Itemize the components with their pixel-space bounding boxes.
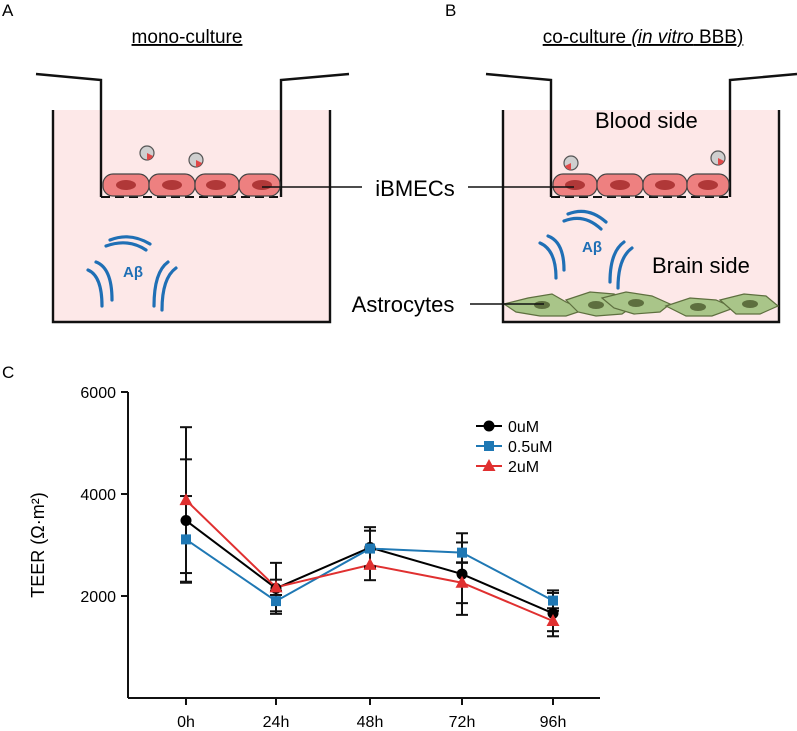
data-point-0 — [547, 607, 559, 619]
blood-side-label: Blood side — [595, 108, 698, 133]
x-tick-label: 96h — [540, 714, 567, 731]
legend-label: 0uM — [508, 419, 539, 436]
abeta-fibril — [562, 216, 603, 231]
abeta-fibril — [152, 260, 170, 308]
brain-side-label: Brain side — [652, 253, 750, 278]
floating-cells-a — [139, 145, 204, 168]
panel-c-letter: C — [2, 363, 14, 382]
data-point-1 — [181, 534, 191, 545]
x-tick-label: 24h — [263, 714, 290, 731]
data-point-0 — [456, 568, 468, 580]
insert-outline — [35, 72, 350, 197]
abeta-fibril — [86, 268, 104, 308]
data-point-1 — [457, 547, 467, 558]
abeta-fibrils-b — [538, 209, 634, 290]
y-tick-label: 2000 — [80, 589, 116, 606]
ibmec-layer-a — [102, 173, 281, 197]
astrocyte-nucleus — [690, 303, 706, 311]
astrocyte-layer — [502, 291, 780, 317]
astrocytes-label: Astrocytes — [352, 292, 455, 317]
abeta-fibril — [538, 241, 558, 280]
panel-a-letter: A — [2, 1, 14, 20]
abeta-fibrils-a — [86, 235, 178, 312]
abeta-fibril — [566, 209, 608, 224]
ibmec-nucleus — [206, 180, 226, 190]
well-outline — [501, 110, 781, 324]
panel-b-letter: B — [445, 1, 456, 20]
ibmec-nucleus — [610, 180, 630, 190]
mono-culture-well: Aβ — [35, 72, 350, 324]
co-culture-well: Aβ Blood side Brain side — [485, 72, 797, 324]
floating-cell-mark — [718, 158, 724, 165]
ibmec-nucleus — [162, 180, 182, 190]
abeta-fibril — [608, 240, 626, 284]
well-medium — [53, 110, 330, 322]
data-point-1 — [271, 596, 281, 607]
ibmec-nucleus — [698, 180, 718, 190]
panel-b-title-suffix: BBB) — [694, 27, 744, 48]
data-point-2 — [455, 575, 469, 588]
data-point-1 — [548, 595, 558, 606]
y-tick-label: 6000 — [80, 385, 116, 402]
ibmec-layer-b — [552, 173, 730, 197]
data-point-0 — [180, 515, 192, 527]
abeta-fibril — [108, 235, 152, 246]
astrocyte-nucleus — [588, 301, 604, 309]
abeta-fibril — [546, 234, 566, 272]
abeta-label-b: Aβ — [582, 239, 602, 256]
floating-cell-mark — [147, 153, 153, 160]
insert-outline — [485, 72, 797, 197]
data-point-1 — [365, 543, 375, 554]
astrocyte-nucleus — [742, 300, 758, 308]
x-tick-label: 0h — [177, 714, 195, 731]
ibmec-nucleus — [116, 180, 136, 190]
panel-b-title: co-culture (in vitro BBB) — [543, 27, 744, 48]
data-point-2 — [179, 493, 193, 506]
panel-b-title-prefix: co-culture — [543, 27, 632, 48]
data-point-2 — [546, 613, 560, 626]
abeta-fibril — [616, 246, 634, 290]
well-outline — [51, 110, 332, 324]
panel-b-title-italic: (in vitro — [631, 27, 693, 48]
y-axis-label: TEER (Ω·m²) — [28, 492, 48, 597]
ibmec-nucleus — [655, 180, 675, 190]
x-tick-label: 72h — [449, 714, 476, 731]
abeta-fibril — [94, 260, 114, 302]
legend-label: 2uM — [508, 459, 539, 476]
y-tick-label: 4000 — [80, 487, 116, 504]
panel-a-title: mono-culture — [132, 27, 243, 48]
astrocyte-nucleus — [534, 301, 550, 309]
abeta-fibril — [160, 266, 178, 312]
legend-marker — [483, 420, 495, 432]
data-point-2 — [269, 580, 283, 593]
legend-marker — [482, 459, 496, 471]
abeta-label-a: Aβ — [123, 264, 143, 281]
well-medium — [503, 110, 779, 322]
x-tick-label: 48h — [357, 714, 384, 731]
floating-cell-mark — [196, 160, 202, 167]
legend-marker — [484, 441, 494, 451]
abeta-fibril — [104, 241, 148, 252]
data-point-2 — [363, 557, 377, 570]
ibmecs-label: iBMECs — [375, 176, 454, 201]
ibmec-nucleus — [252, 180, 272, 190]
legend-label: 0.5uM — [508, 439, 552, 456]
floating-cell-mark — [565, 163, 571, 170]
ibmec-nucleus — [565, 180, 585, 190]
teer-chart: 2000 4000 6000 0h 24h 48h 72h 96h TEER (Ω·m²) 0uM… — [28, 385, 600, 731]
floating-cells-b — [563, 150, 726, 171]
astrocyte-nucleus — [628, 299, 644, 307]
